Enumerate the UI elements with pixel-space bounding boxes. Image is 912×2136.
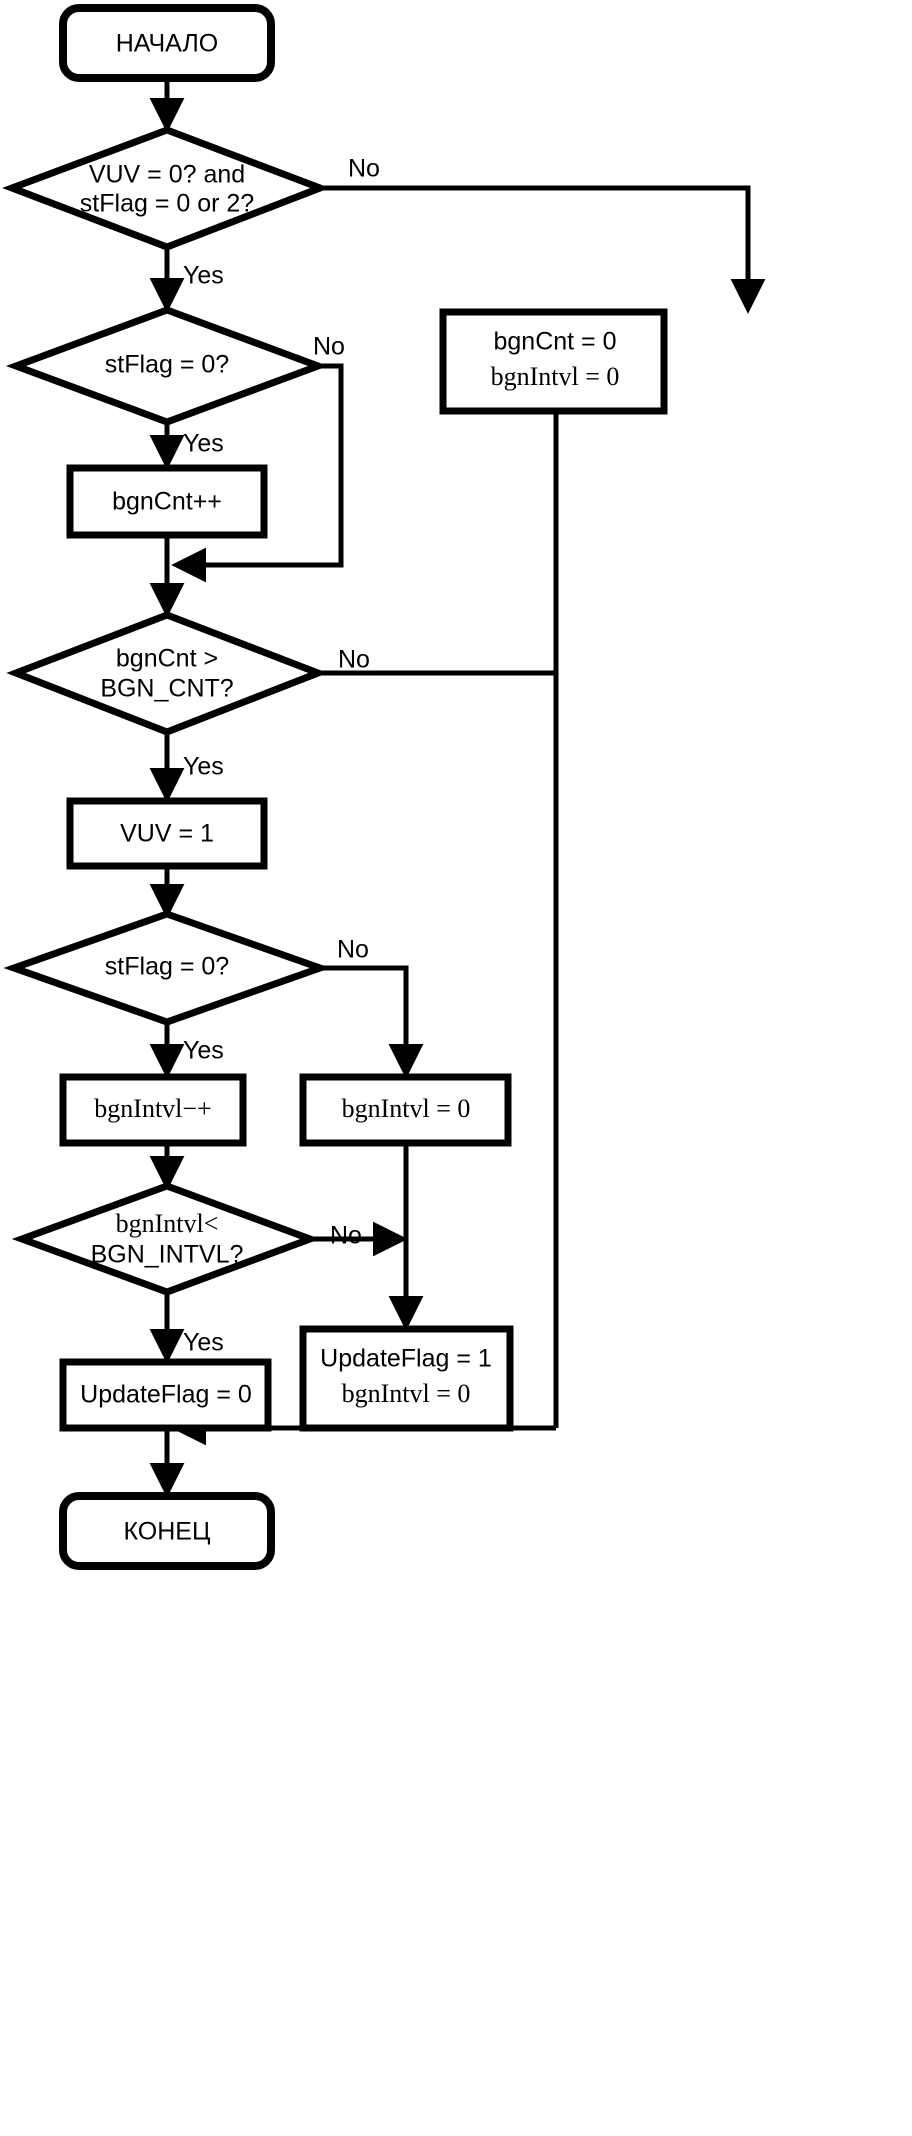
decision4-label: stFlag = 0? [105,953,229,981]
node-bgnintvl-decrement: bgnIntvl−+ [59,1073,247,1147]
edge-decision2-no [171,363,344,583]
node-reset-counters: bgnCnt = 0 bgnIntvl = 0 [439,308,668,415]
edge-decision4-no [320,965,424,1079]
node-decision-stflag-first: stFlag = 0? [5,306,329,426]
decision4-shape [3,910,331,1026]
edge-label-decision3-no: No [338,646,370,674]
end-terminator-shape [59,1492,275,1570]
node-decision-bgnintvl-threshold: bgnIntvl< BGN_INTVL? [11,1182,321,1296]
edge-label-decision2-yes: Yes [183,430,224,458]
reset-box-shape [439,308,668,415]
inc-label: bgnCnt++ [112,488,222,516]
upd0-label: UpdateFlag = 0 [80,1381,252,1409]
edge-label-decision2-no: No [313,333,345,361]
edge-label-decision4-no: No [337,936,369,964]
decision3-label-line2: BGN_CNT? [100,675,233,703]
decision3-label-line1: bgnCnt > [116,645,218,673]
node-decision-vuv-stflag: VUV = 0? and stFlag = 0 or 2? [2,126,330,251]
dec-label: bgnIntvl−+ [94,1094,211,1123]
node-start: НАЧАЛО [59,4,275,82]
upd1-label-line1: UpdateFlag = 1 [320,1345,492,1373]
zero-label: bgnIntvl = 0 [342,1094,471,1123]
vuv1-label: VUV = 1 [120,820,214,848]
decision3-shape [6,611,328,736]
decision1-label-line1: VUV = 0? and [89,161,245,189]
edge-label-decision1-yes: Yes [183,262,224,290]
edge-label-decision3-yes: Yes [183,753,224,781]
dec-box-shape [59,1073,247,1147]
edge-label-decision4-yes: Yes [183,1037,224,1065]
edge-label-decision5-no: No [330,1222,362,1250]
decision5-label-line1: bgnIntvl< [116,1209,219,1238]
node-set-vuv: VUV = 1 [66,797,268,870]
node-bgncnt-increment: bgnCnt++ [66,464,268,539]
node-end: КОНЕЦ [59,1492,275,1570]
decision1-shape [2,126,330,251]
decision5-shape [11,1182,321,1296]
end-label: КОНЕЦ [124,1518,211,1546]
decision2-label: stFlag = 0? [105,351,229,379]
edge-label-decision1-no: No [348,155,380,183]
decision2-shape [5,306,329,426]
decision1-label-line2: stFlag = 0 or 2? [80,190,254,218]
vuv1-box-shape [66,797,268,870]
reset-label-line2: bgnIntvl = 0 [491,362,620,391]
upd0-box-shape [59,1358,272,1432]
node-bgnintvl-zero: bgnIntvl = 0 [299,1073,512,1147]
upd1-label-line2: bgnIntvl = 0 [342,1379,471,1408]
reset-label-line1: bgnCnt = 0 [493,328,616,356]
node-updateflag-one: UpdateFlag = 1 bgnIntvl = 0 [299,1325,514,1432]
node-decision-stflag-second: stFlag = 0? [3,910,331,1026]
node-updateflag-zero: UpdateFlag = 0 [59,1358,272,1432]
start-label: НАЧАЛО [116,30,219,58]
node-decision-bgncnt-threshold: bgnCnt > BGN_CNT? [6,611,328,736]
zero-box-shape [299,1073,512,1147]
start-terminator-shape [59,4,275,82]
inc-box-shape [66,464,268,539]
decision5-label-line2: BGN_INTVL? [91,1241,244,1269]
upd1-box-shape [299,1325,514,1432]
edge-decision1-no [320,185,766,314]
edge-label-decision5-yes: Yes [183,1329,224,1357]
